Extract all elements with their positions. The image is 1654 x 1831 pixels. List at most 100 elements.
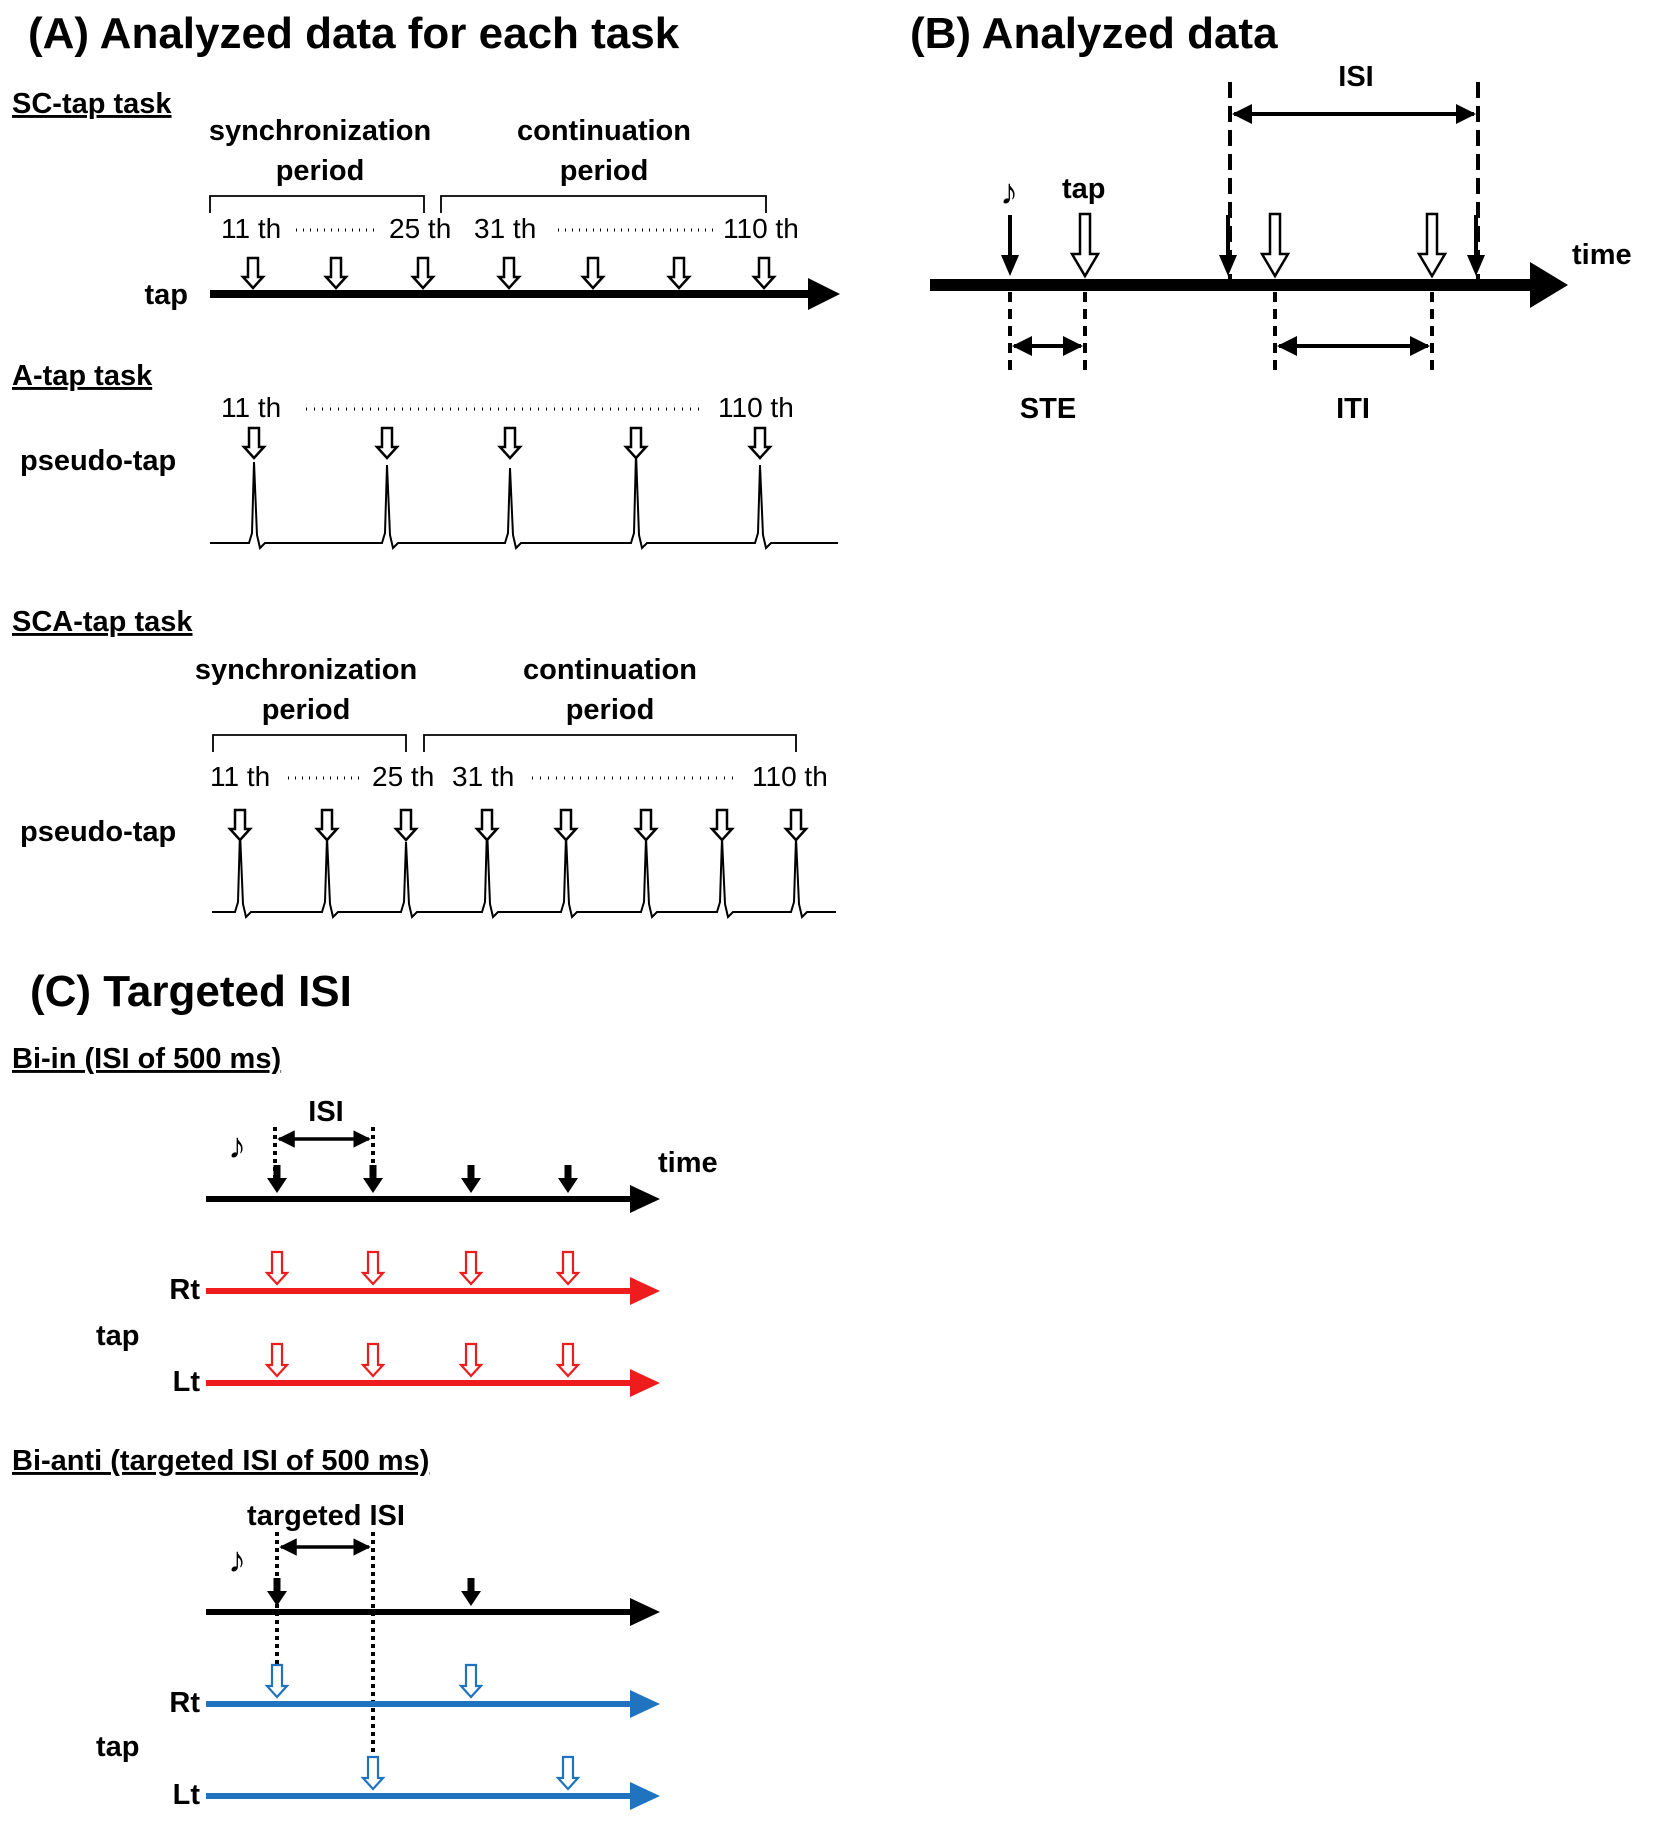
sca-cont-label-2: period — [566, 694, 655, 726]
sc-tap-arrow-5 — [580, 256, 606, 290]
sc-tap-section: SC-tap task synchronization period conti… — [12, 88, 840, 311]
b-stimulus-arrows — [1001, 215, 1485, 276]
b-tap-arrow-3 — [1416, 212, 1448, 279]
sc-axis-label: tap — [145, 279, 189, 311]
a-tap-section: A-tap task 11 th 110 th pseudo-tap — [12, 360, 838, 550]
bi-in-tap-label: tap — [96, 1320, 140, 1352]
bi-in-stim-arrow-4 — [558, 1178, 578, 1193]
sc-sync-bracket — [209, 195, 425, 213]
sc-tap-arrow-2 — [323, 256, 349, 290]
bi-anti-note-icon: ♪ — [228, 1539, 246, 1580]
bi-in-stim-arrow-2 — [363, 1178, 383, 1193]
bi-in-stim-arrow-1-shaft — [273, 1165, 281, 1179]
b-stim-arrow-2-head — [1219, 255, 1237, 276]
sca-pseudo-tap-trace — [212, 826, 836, 919]
sca-tap-arrow-1 — [227, 808, 253, 842]
bi-in-section: Bi-in (ISI of 500 ms) ISI ♪ time Rt tap … — [12, 1043, 718, 1398]
sca-ord-sync-end: 25 th — [372, 761, 434, 792]
sc-tap-heading: SC-tap task — [12, 88, 172, 120]
panel-b: (B) Analyzed data ISI ♪ tap time STE — [910, 9, 1632, 425]
bi-anti-lt-tap-arrow-2 — [555, 1755, 581, 1791]
bi-in-lt-label: Lt — [173, 1366, 201, 1398]
a-tap-arrow-2 — [374, 426, 400, 460]
bi-in-lt-tap-arrow-3 — [458, 1342, 484, 1378]
sc-sync-label-1: synchronization — [209, 115, 431, 147]
a-tap-markers — [241, 426, 773, 460]
sc-sync-label-2: period — [276, 155, 365, 187]
panel-a-title: (A) Analyzed data for each task — [28, 9, 680, 58]
bi-in-rt-arrowhead — [630, 1277, 660, 1305]
sca-tap-section: SCA-tap task synchronization period cont… — [12, 606, 836, 919]
bi-anti-heading: Bi-anti (targeted ISI of 500 ms) — [12, 1445, 429, 1477]
b-ste-label: STE — [1020, 393, 1076, 425]
bi-anti-tap-label: tap — [96, 1731, 140, 1763]
sca-sync-label-2: period — [262, 694, 351, 726]
bi-in-note-icon: ♪ — [228, 1125, 246, 1166]
sc-tap-arrow-3 — [410, 256, 436, 290]
bi-anti-lt-tap-arrow-1 — [360, 1755, 386, 1791]
sc-ord-cont-start: 31 th — [474, 213, 536, 244]
a-pseudo-tap-trace — [210, 452, 838, 550]
sc-cont-label-2: period — [560, 155, 649, 187]
sca-tap-arrow-2 — [314, 808, 340, 842]
sca-tap-markers — [227, 808, 809, 842]
bi-anti-rt-tap-arrow-1 — [264, 1663, 290, 1699]
bi-anti-lt-arrowhead — [630, 1782, 660, 1810]
bi-anti-lt-tap-markers — [360, 1755, 581, 1791]
a-tap-arrow-4 — [623, 426, 649, 460]
b-stim-arrow-3-head — [1467, 255, 1485, 276]
sc-ord-cont-end: 110 th — [723, 213, 799, 244]
b-stim-arrow-1-head — [1001, 255, 1019, 276]
sc-tap-arrow-1 — [240, 256, 266, 290]
a-ord-start: 11 th — [221, 392, 281, 423]
bi-anti-isi-label: targeted ISI — [247, 1500, 405, 1532]
bi-in-lt-tap-arrow-4 — [555, 1342, 581, 1378]
bi-in-stim-arrow-3-shaft — [467, 1165, 475, 1179]
b-tap-arrow-2 — [1259, 212, 1291, 279]
panel-a: (A) Analyzed data for each task SC-tap t… — [12, 9, 840, 919]
bi-in-rt-tap-markers — [264, 1250, 581, 1286]
sc-cont-label-1: continuation — [517, 115, 691, 147]
bi-in-stimulus-arrows — [267, 1165, 578, 1193]
b-tap-label: tap — [1062, 173, 1106, 205]
b-axis-arrowhead — [1530, 262, 1568, 308]
sc-tap-arrow-7 — [751, 256, 777, 290]
bi-anti-stim-arrow-2-shaft — [467, 1578, 475, 1592]
bi-in-lt-arrowhead — [630, 1369, 660, 1397]
b-note-icon: ♪ — [1000, 171, 1018, 212]
bi-in-stim-arrow-4-shaft — [564, 1165, 572, 1179]
panel-c: (C) Targeted ISI Bi-in (ISI of 500 ms) I… — [12, 967, 718, 1811]
sc-tap-markers — [240, 256, 777, 290]
sc-ord-sync-end: 25 th — [389, 213, 451, 244]
bi-in-lt-tap-arrow-1 — [264, 1342, 290, 1378]
sca-tap-arrow-8 — [783, 808, 809, 842]
sca-ord-cont-end: 110 th — [752, 761, 828, 792]
bi-anti-rt-arrowhead — [630, 1690, 660, 1718]
panel-c-title: (C) Targeted ISI — [30, 967, 352, 1016]
a-tap-arrow-3 — [497, 426, 523, 460]
bi-in-heading: Bi-in (ISI of 500 ms) — [12, 1043, 281, 1075]
b-tap-arrow-1 — [1069, 212, 1101, 279]
sc-ord-sync-start: 11 th — [221, 213, 281, 244]
a-axis-label: pseudo-tap — [20, 445, 176, 477]
b-tap-arrows — [1069, 212, 1448, 279]
b-time-label: time — [1572, 239, 1632, 271]
bi-in-stim-arrow-2-shaft — [369, 1165, 377, 1179]
bi-anti-rt-tap-arrow-2 — [458, 1663, 484, 1699]
bi-in-rt-label: Rt — [169, 1274, 200, 1306]
sca-tap-arrow-5 — [553, 808, 579, 842]
bi-in-rt-tap-arrow-4 — [555, 1250, 581, 1286]
sca-tap-arrow-7 — [709, 808, 735, 842]
b-isi-label: ISI — [1338, 61, 1373, 93]
sca-sync-label-1: synchronization — [195, 654, 417, 686]
bi-in-stim-arrow-3 — [461, 1178, 481, 1193]
panel-b-title: (B) Analyzed data — [910, 9, 1278, 58]
bi-in-rt-tap-arrow-2 — [360, 1250, 386, 1286]
bi-anti-rt-label: Rt — [169, 1687, 200, 1719]
bi-in-isi-label: ISI — [308, 1096, 343, 1128]
bi-anti-stim-arrow-1-shaft — [273, 1578, 281, 1592]
sca-axis-label: pseudo-tap — [20, 816, 176, 848]
sca-sync-bracket — [212, 734, 407, 752]
sc-tap-arrow-4 — [496, 256, 522, 290]
bi-anti-rt-tap-markers — [264, 1663, 484, 1699]
